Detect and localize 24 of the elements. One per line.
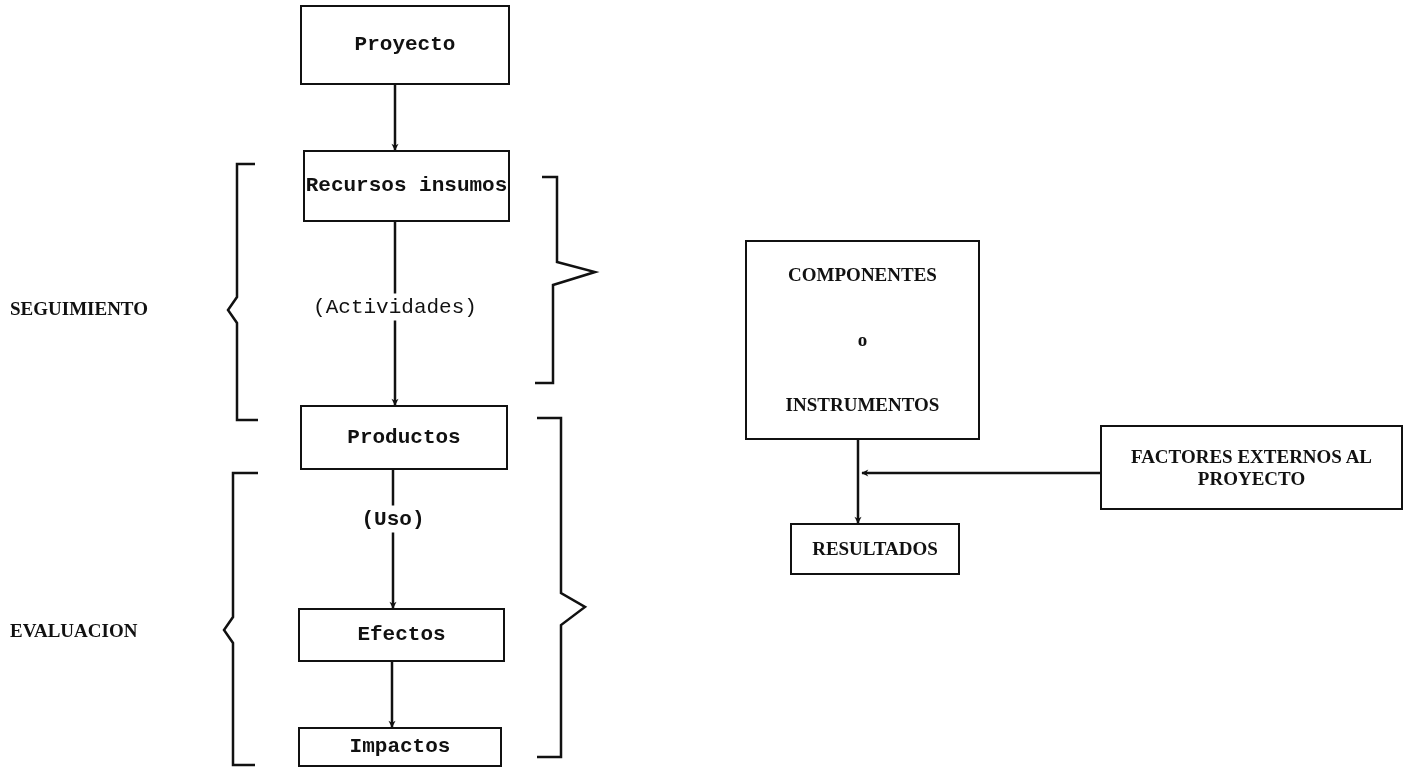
box-text: Proyecto — [354, 32, 456, 59]
box-text: Impactos — [349, 734, 451, 761]
arrow — [861, 469, 1100, 477]
process-box — [298, 608, 505, 662]
arrow — [391, 85, 399, 151]
process-box — [303, 150, 510, 222]
process-box — [1100, 425, 1403, 510]
box-text: COMPONENTES — [788, 263, 937, 286]
box-text: INSTRUMENTOS — [785, 394, 940, 417]
arrow — [388, 662, 396, 728]
box-text: o — [857, 329, 868, 351]
process-box — [745, 240, 980, 440]
box-text: RESULTADOS — [812, 538, 938, 560]
process-box — [300, 405, 508, 470]
box-text: Productos — [347, 424, 461, 451]
process-box — [790, 523, 960, 575]
section-label: EVALUACION — [10, 620, 138, 642]
process-box — [298, 727, 502, 767]
arrow — [854, 440, 862, 524]
box-text: Recursos insumos — [305, 173, 508, 200]
process-box — [300, 5, 510, 85]
section-label: SEGUIMIENTO — [10, 298, 148, 320]
box-text: FACTORES EXTERNOS AL PROYECTO — [1129, 445, 1374, 490]
box-text: Efectos — [357, 622, 446, 649]
